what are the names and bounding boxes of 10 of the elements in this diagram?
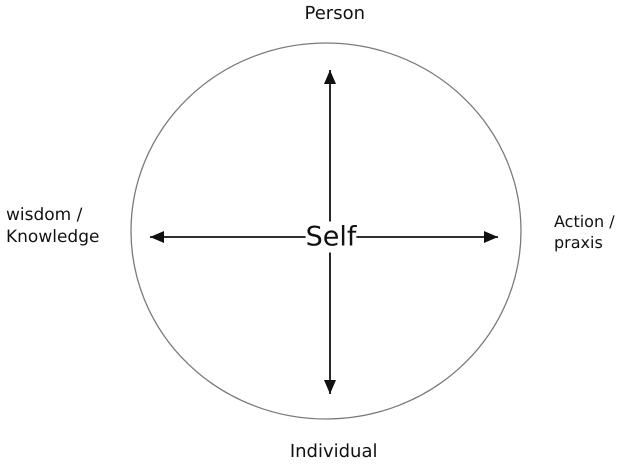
pole-label: Individual: [289, 440, 378, 464]
arrow: [356, 231, 498, 243]
arrow: [150, 231, 306, 243]
pole-label: Person: [304, 2, 366, 26]
arrow: [324, 70, 336, 222]
pole-label: Action / praxis: [554, 212, 616, 254]
circle-outline: [130, 42, 522, 420]
arrow: [324, 252, 336, 394]
center-label: Self: [306, 221, 356, 253]
pole-label: wisdom / Knowledge: [6, 204, 100, 248]
